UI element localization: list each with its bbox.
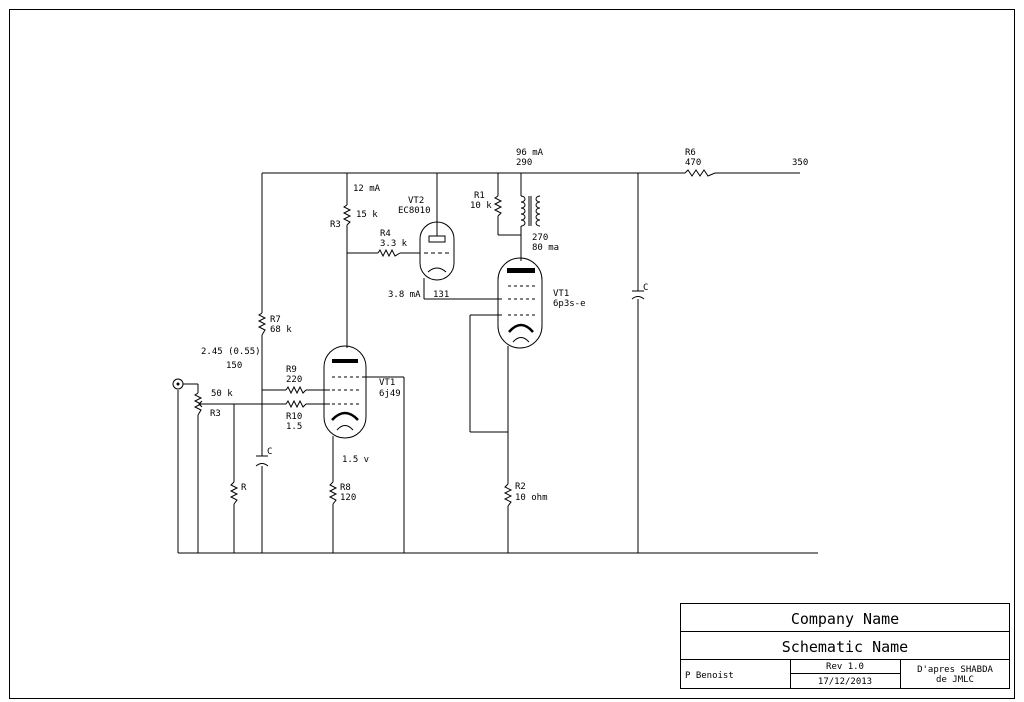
r6-value: 470 <box>685 158 701 168</box>
vt2-current: 3.8 mA <box>388 290 421 300</box>
potentiometer-r3 <box>193 392 203 416</box>
resistor-r6 <box>684 169 716 177</box>
plate-voltage: 270 <box>532 233 548 243</box>
r1-name: R1 <box>474 191 485 201</box>
resistor-r9 <box>285 385 307 395</box>
top-current: 96 mA <box>516 148 544 158</box>
r2-value: 10 ohm <box>515 493 548 503</box>
pot-name: R3 <box>210 409 221 419</box>
r7-value: 68 k <box>270 325 292 335</box>
vt2-name: VT2 <box>408 196 424 206</box>
r2-name: R2 <box>515 482 526 492</box>
pot-value: 50 k <box>211 389 233 399</box>
resistor-r10 <box>285 399 307 409</box>
credit-line-1: D'apres SHABDA <box>917 665 993 675</box>
bias-voltage: 2.45 (0.55) <box>201 347 261 357</box>
r8-name: R8 <box>340 483 351 493</box>
author-name: P Benoist <box>685 671 734 681</box>
capacitor-left <box>255 455 269 467</box>
resistor-r2 <box>503 483 513 507</box>
capacitor-right <box>631 290 645 300</box>
resistor-r8 <box>328 481 338 505</box>
vt2-type: EC8010 <box>398 206 431 216</box>
r9-value: 220 <box>286 375 302 385</box>
resistor-r1 <box>493 195 503 217</box>
vt1b-name: VT1 <box>553 289 569 299</box>
r-left-label: R <box>241 483 247 493</box>
cap-left-label: C <box>267 447 272 457</box>
r4-name: R4 <box>380 229 391 239</box>
vt2-voltage: 131 <box>433 290 449 300</box>
cathode-voltage: 1.5 v <box>342 455 369 465</box>
schematic-name: Schematic Name <box>782 638 908 656</box>
vt1-type: 6j49 <box>379 389 401 399</box>
output-transformer <box>520 195 541 227</box>
resistor-r3-top <box>342 204 352 226</box>
resistor-r-left <box>229 481 239 505</box>
resistor-r7 <box>257 312 267 336</box>
r3-top-value: 15 k <box>356 210 378 220</box>
supply-voltage: 350 <box>792 158 808 168</box>
revision: Rev 1.0 <box>826 662 864 672</box>
r3-top-current: 12 mA <box>353 184 381 194</box>
pot-wiper-head <box>198 400 203 408</box>
input-jack-icon <box>172 378 184 390</box>
r1-value: 10 k <box>470 201 492 211</box>
r3-top-name: R3 <box>330 220 341 230</box>
company-name: Company Name <box>791 610 899 628</box>
bias-value: 150 <box>226 361 242 371</box>
tube-vt2-ec8010 <box>419 221 455 281</box>
vt1b-type: 6p3s-e <box>553 299 586 309</box>
r8-value: 120 <box>340 493 356 503</box>
r10-name: R10 <box>286 412 302 422</box>
r9-name: R9 <box>286 365 297 375</box>
cap-right-label: C <box>643 283 648 293</box>
vt1-name: VT1 <box>379 378 395 388</box>
wires <box>177 172 818 554</box>
plate-current: 80 ma <box>532 243 559 253</box>
r6-name: R6 <box>685 148 696 158</box>
title-block <box>680 603 1010 689</box>
credit-line-2: de JMLC <box>936 675 974 685</box>
resistor-r4 <box>377 248 401 258</box>
top-voltage: 290 <box>516 158 532 168</box>
drawing-border <box>9 9 1015 699</box>
tube-vt1-6j49 <box>323 345 367 439</box>
r10-value: 1.5 <box>286 422 302 432</box>
r4-value: 3.3 k <box>380 239 408 249</box>
drawing-date: 17/12/2013 <box>818 677 872 687</box>
r7-name: R7 <box>270 315 281 325</box>
tube-vt1-6p3s <box>497 257 543 349</box>
